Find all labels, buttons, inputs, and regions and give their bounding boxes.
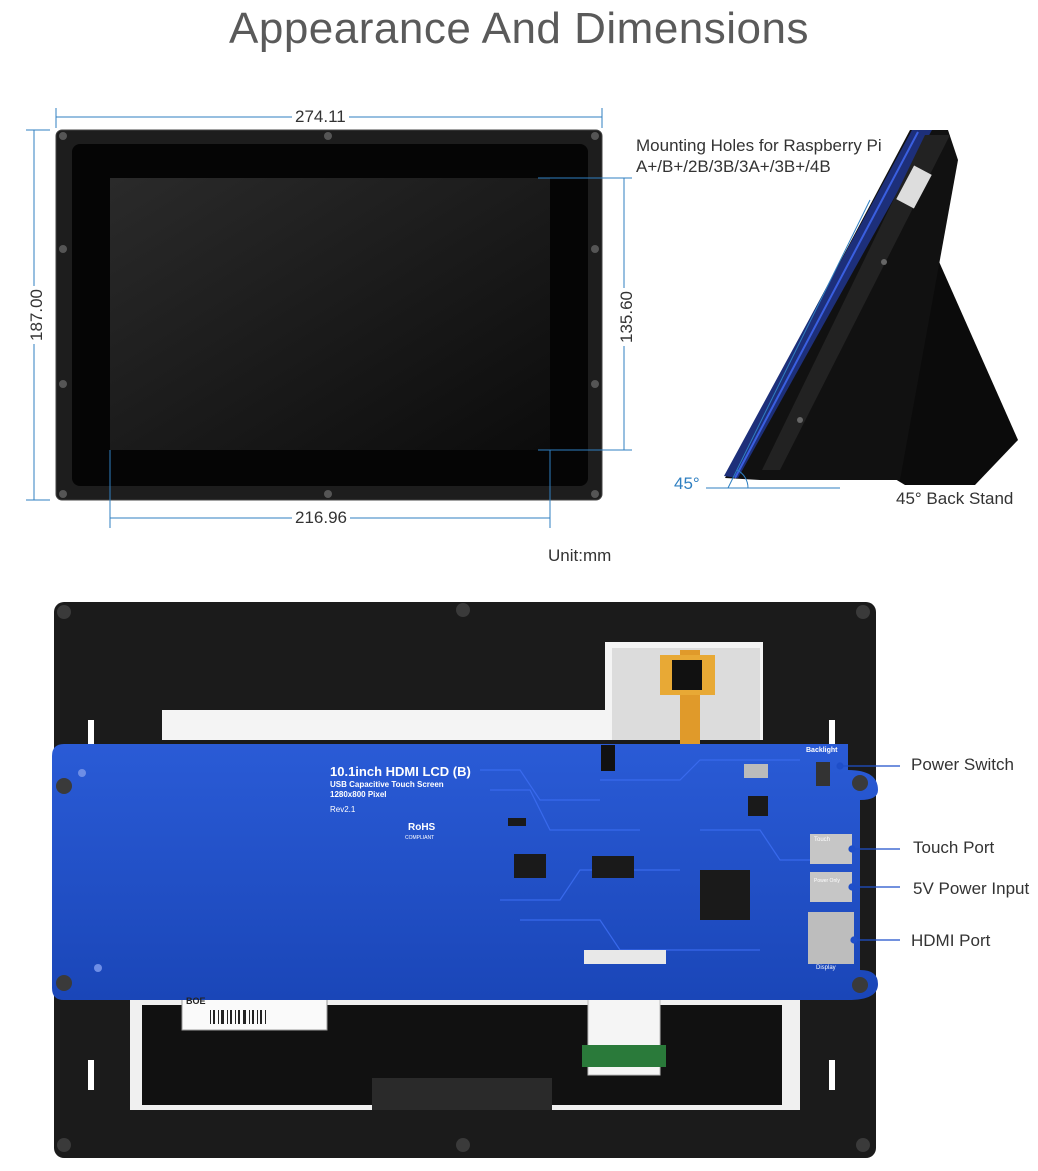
rohs-mark: RoHS [408,822,436,833]
board-rev: Rev2.1 [330,805,356,814]
power-input-label: 5V Power Input [913,879,1030,898]
panel-brand: BOE [186,996,206,1006]
board-sub1: USB Capacitive Touch Screen [330,780,444,789]
page-title: Appearance And Dimensions [229,4,809,53]
angle-indicator [706,199,871,489]
touch-port-label: Touch Port [913,838,995,857]
power-usb-port [810,872,852,902]
display-silk: Display [816,965,836,971]
backlight-switch [816,762,830,786]
display-width-dimension: 216.96 [292,508,350,528]
callout-lines [836,762,900,944]
mounting-label-line2: A+/B+/2B/3B/3A+/3B+/4B [636,157,831,176]
touch-silk: Touch [814,837,831,843]
display-height-dimension: 135.60 [617,288,637,346]
side-view [724,130,1018,485]
frame-screws [59,132,599,498]
back-stand-label: 45° Back Stand [896,489,1014,508]
front-screen [110,178,550,450]
angle-label: 45° [674,474,700,493]
backlight-silk: Backlight [806,747,838,754]
hdmi-connector [808,912,854,964]
unit-label: Unit:mm [548,546,612,565]
width-dimension: 274.11 [292,107,349,127]
rohs-sub: COMPLIANT [405,835,435,841]
touch-usb-port [810,834,852,864]
board-name: 10.1inch HDMI LCD (B) [330,764,471,779]
board-sub2: 1280x800 Pixel [330,790,387,799]
power-silk: Power Only [814,878,840,884]
mounting-label-line1: Mounting Holes for Raspberry Pi [636,136,882,155]
height-dimension: 187.00 [27,286,47,344]
hdmi-port-label: HDMI Port [911,931,991,950]
power-switch-label: Power Switch [911,755,1014,774]
back-view [52,602,878,1158]
